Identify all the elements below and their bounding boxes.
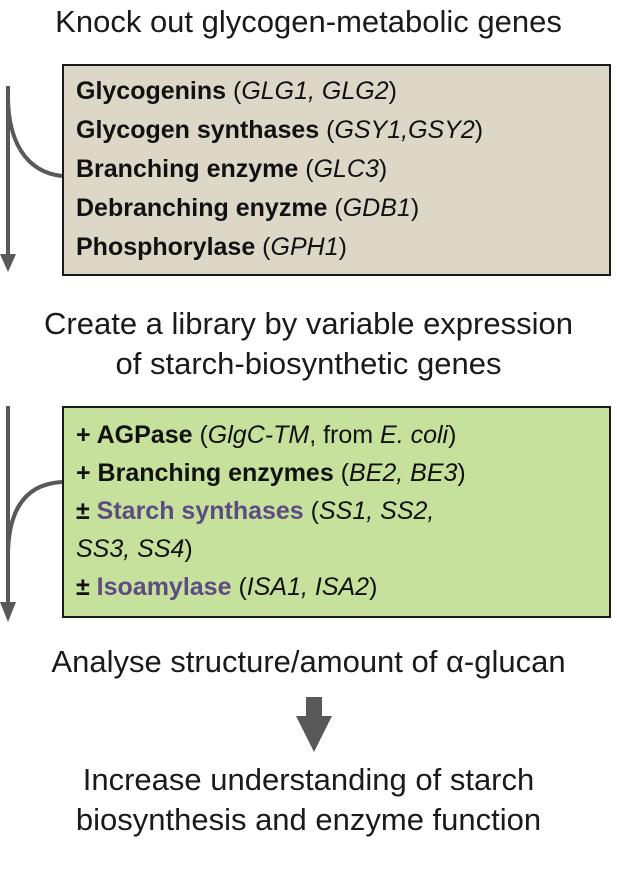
step-analyse: Analyse structure/amount of α-glucan — [0, 642, 617, 682]
left-arrow-2-head — [0, 602, 16, 622]
step-create-library-line2: of starch-biosynthetic genes — [115, 346, 502, 381]
gene-line-starch-synthases: ± Starch synthases (SS1, SS2, — [76, 497, 435, 525]
gene-line-starch-synthases-cont: SS3, SS4) — [76, 535, 193, 563]
step-analyse-text: Analyse structure/amount of α-glucan — [51, 644, 566, 679]
step-knockout-text: Knock out glycogen-metabolic genes — [55, 4, 562, 39]
left-arrow-1-head — [0, 254, 16, 272]
down-arrow — [296, 697, 332, 752]
left-arrow-2 — [6, 406, 63, 606]
step-create-library-line1: Create a library by variable expression — [44, 306, 573, 341]
step-create-library: Create a library by variable expression … — [0, 304, 617, 384]
step-knockout: Knock out glycogen-metabolic genes — [0, 2, 617, 42]
gene-line-agpase: + AGPase (GlgC-TM, from E. coli) — [76, 421, 457, 449]
gene-line-glycogen-synthases: Glycogen synthases (GSY1,GSY2) — [76, 116, 484, 144]
starch-genes-box: + AGPase (GlgC-TM, from E. coli) + Branc… — [62, 406, 611, 618]
step-outcome-line2: biosynthesis and enzyme function — [75, 802, 542, 837]
glycogen-genes-box: Glycogenins (GLG1, GLG2) Glycogen syntha… — [62, 64, 611, 276]
gene-line-branching-enzyme: Branching enzyme (GLC3) — [76, 155, 388, 183]
gene-line-branching-enzymes: + Branching enzymes (BE2, BE3) — [76, 459, 466, 487]
gene-line-isoamylase: ± Isoamylase (ISA1, ISA2) — [76, 573, 378, 601]
gene-line-glycogenins: Glycogenins (GLG1, GLG2) — [76, 77, 397, 105]
gene-line-phosphorylase: Phosphorylase (GPH1) — [76, 233, 347, 261]
step-outcome: Increase understanding of starch biosynt… — [0, 760, 617, 840]
gene-line-debranching-enzyme: Debranching enyzme (GDB1) — [76, 194, 420, 222]
left-arrow-1 — [6, 86, 63, 258]
step-outcome-line1: Increase understanding of starch — [82, 762, 535, 797]
